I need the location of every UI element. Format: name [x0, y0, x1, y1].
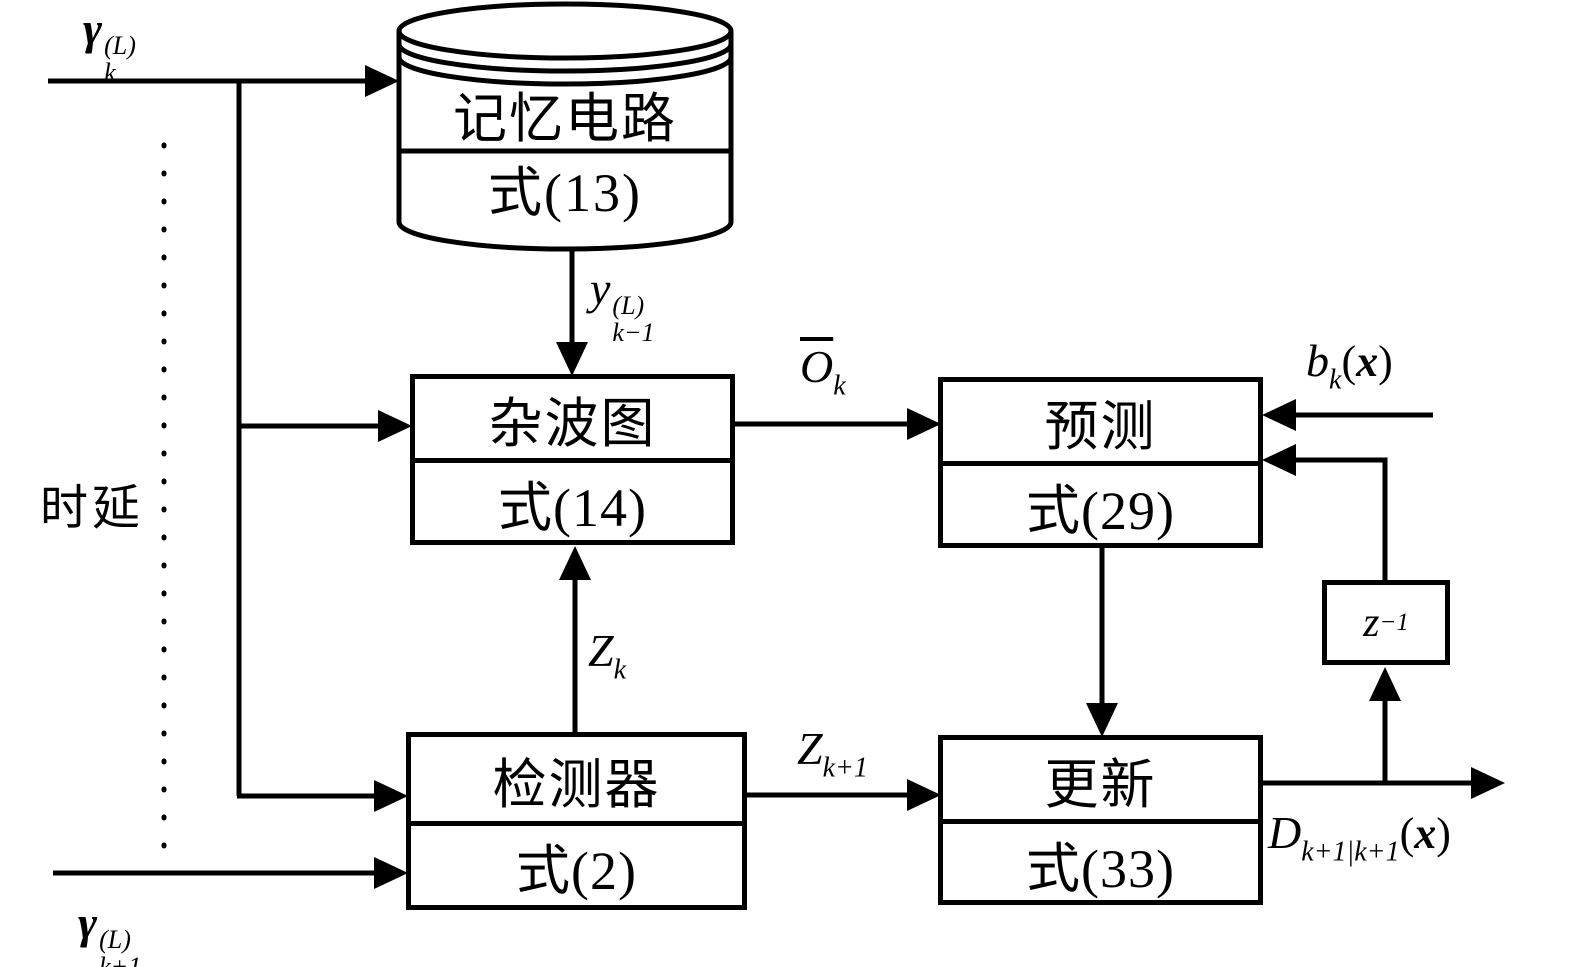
z-k1-main: Z	[797, 723, 823, 774]
prediction-block: 预测 式(29)	[938, 377, 1263, 548]
gamma-k1-main: γ	[78, 897, 98, 948]
clutter-map-eq: 式(14)	[415, 458, 730, 542]
arrowhead-into-cluttermap-bottom	[559, 546, 591, 580]
d-output-label: Dk+1|k+1(x)	[1268, 806, 1451, 869]
arrowhead-into-delay-unit	[1369, 667, 1401, 701]
arrowhead-into-detector-top-left	[374, 780, 408, 812]
wire-gamma-k1-input	[53, 857, 408, 889]
o-bar-k-label: Ok	[800, 340, 846, 403]
wire-gamma-k-input	[48, 65, 399, 97]
gamma-k-main: γ	[83, 3, 103, 54]
update-block: 更新 式(33)	[938, 735, 1263, 905]
d-output-main: D	[1268, 807, 1302, 858]
prediction-title: 预测	[1044, 397, 1157, 457]
arrowhead-into-prediction-right-lower	[1262, 444, 1296, 476]
arrowhead-into-cluttermap-left	[378, 410, 412, 442]
y-k-minus-1-main: y	[590, 263, 611, 314]
wire-branch-to-cluttermap	[239, 410, 412, 442]
z-k-label: Zk	[588, 624, 626, 687]
gamma-k-sup: (L)	[104, 30, 136, 60]
detector-eq: 式(2)	[411, 821, 742, 905]
y-k-minus-1-label: y(L)k−1	[590, 262, 655, 347]
arrowhead-into-detector-bottom-left	[374, 857, 408, 889]
update-eq: 式(33)	[943, 819, 1258, 903]
gamma-k1-sup: (L)	[99, 924, 131, 954]
wire-bkx-input	[1262, 399, 1433, 431]
arrowhead-into-update-top	[1086, 703, 1118, 737]
time-delay-label: 时延	[40, 482, 145, 535]
wire-update-output	[1263, 767, 1505, 799]
z-k-sub: k	[613, 654, 627, 686]
wire-detector-to-update	[747, 779, 941, 811]
y-k-minus-1-sub: k−1	[612, 318, 655, 348]
z-k1-sub: k+1	[822, 752, 868, 784]
gamma-k-label: γ(L)k	[83, 2, 136, 87]
d-output-sub: k+1|k+1	[1301, 836, 1400, 868]
b-k-x-close-paren: )	[1378, 337, 1393, 386]
wire-output-to-delay	[1369, 667, 1401, 783]
b-k-x-arg: x	[1356, 337, 1379, 386]
arrowhead-into-memory	[365, 65, 399, 97]
z-k-main: Z	[588, 625, 614, 676]
d-output-open-paren: (	[1399, 809, 1415, 858]
detector-block: 检测器 式(2)	[406, 732, 747, 910]
o-bar-k-main: O	[800, 341, 834, 392]
memory-circuit-eq: 式(13)	[488, 162, 642, 223]
gamma-k1-label: γ(L)k+1	[78, 896, 141, 967]
arrowhead-into-prediction-right-upper	[1262, 399, 1296, 431]
detector-title: 检测器	[492, 754, 661, 815]
update-title: 更新	[1044, 755, 1157, 815]
delay-unit-symbol: z	[1363, 599, 1380, 646]
b-k-x-sub: k	[1329, 364, 1342, 396]
memory-cylinder-shape	[396, 1, 734, 252]
wire-prediction-to-update	[1086, 548, 1118, 737]
clutter-map-title: 杂波图	[488, 394, 657, 454]
arrowhead-into-update-left	[907, 779, 941, 811]
gamma-k-sub: k	[104, 58, 116, 88]
gamma-k1-sub: k+1	[99, 952, 142, 967]
arrowhead-into-cluttermap-top	[556, 342, 588, 376]
y-k-minus-1-sup: (L)	[612, 290, 645, 320]
wire-delay-to-prediction	[1262, 444, 1388, 582]
delay-unit-block: z−1	[1322, 580, 1450, 665]
o-bar-k-sub: k	[833, 370, 846, 402]
wire-detector-to-cluttermap	[559, 546, 591, 732]
b-k-x-open-paren: (	[1341, 337, 1357, 386]
d-output-close-paren: )	[1436, 809, 1451, 858]
prediction-eq: 式(29)	[943, 461, 1258, 545]
delay-unit-exponent: −1	[1379, 608, 1409, 636]
arrowhead-output	[1471, 767, 1505, 799]
clutter-map-block: 杂波图 式(14)	[410, 374, 735, 545]
d-output-arg: x	[1414, 809, 1437, 858]
wire-cluttermap-to-prediction	[735, 408, 941, 440]
memory-circuit-title: 记忆电路	[453, 88, 677, 149]
b-k-x-main: b	[1306, 335, 1329, 386]
arrowhead-into-prediction-left	[907, 408, 941, 440]
b-k-x-label: bk(x)	[1306, 334, 1393, 397]
wire-branch-to-detector	[237, 780, 408, 812]
z-k1-label: Zk+1	[797, 722, 868, 785]
wire-memory-to-cluttermap	[556, 249, 588, 376]
